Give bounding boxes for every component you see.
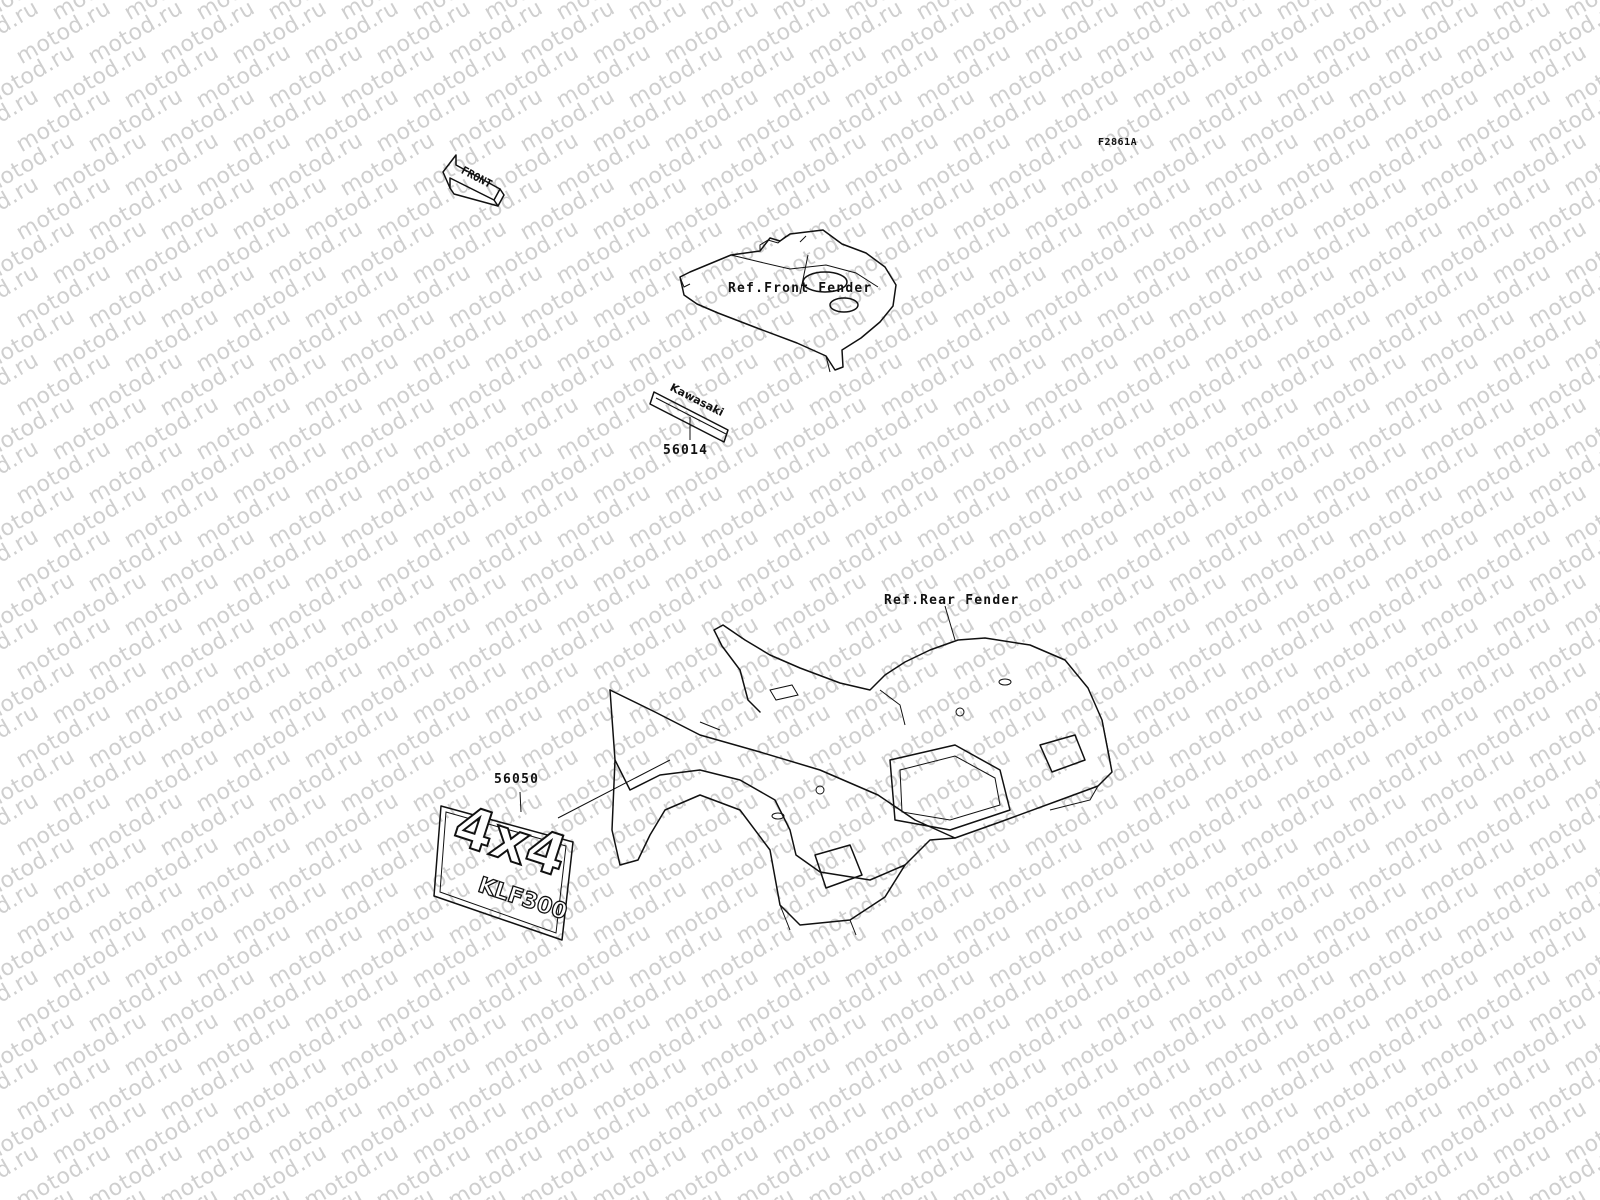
leader-line-front-fender	[799, 254, 809, 295]
rear-fender-drawing	[609, 624, 1113, 936]
4x4-decal-text: 4x4	[446, 793, 575, 890]
leader-line-56050	[519, 791, 522, 813]
leader-line-decal-to-fender	[557, 759, 671, 819]
figure-code: F2861A	[1098, 137, 1138, 148]
rear-fender-ref-label: Ref.Rear Fender	[884, 593, 1020, 608]
front-fender-ref-label: Ref.Front Fender	[728, 281, 873, 296]
part-number-56050: 56050	[494, 772, 540, 787]
front-direction-arrow-icon: FRONT	[442, 154, 505, 207]
front-fender-drawing	[679, 229, 897, 373]
front-arrow-label: FRONT	[459, 164, 495, 191]
4x4-decal: 4x4 KLF300	[433, 792, 575, 941]
part-number-56014: 56014	[663, 443, 709, 458]
kawasaki-decal: Kawasaki	[649, 381, 729, 443]
leader-line-rear-fender	[944, 605, 956, 641]
